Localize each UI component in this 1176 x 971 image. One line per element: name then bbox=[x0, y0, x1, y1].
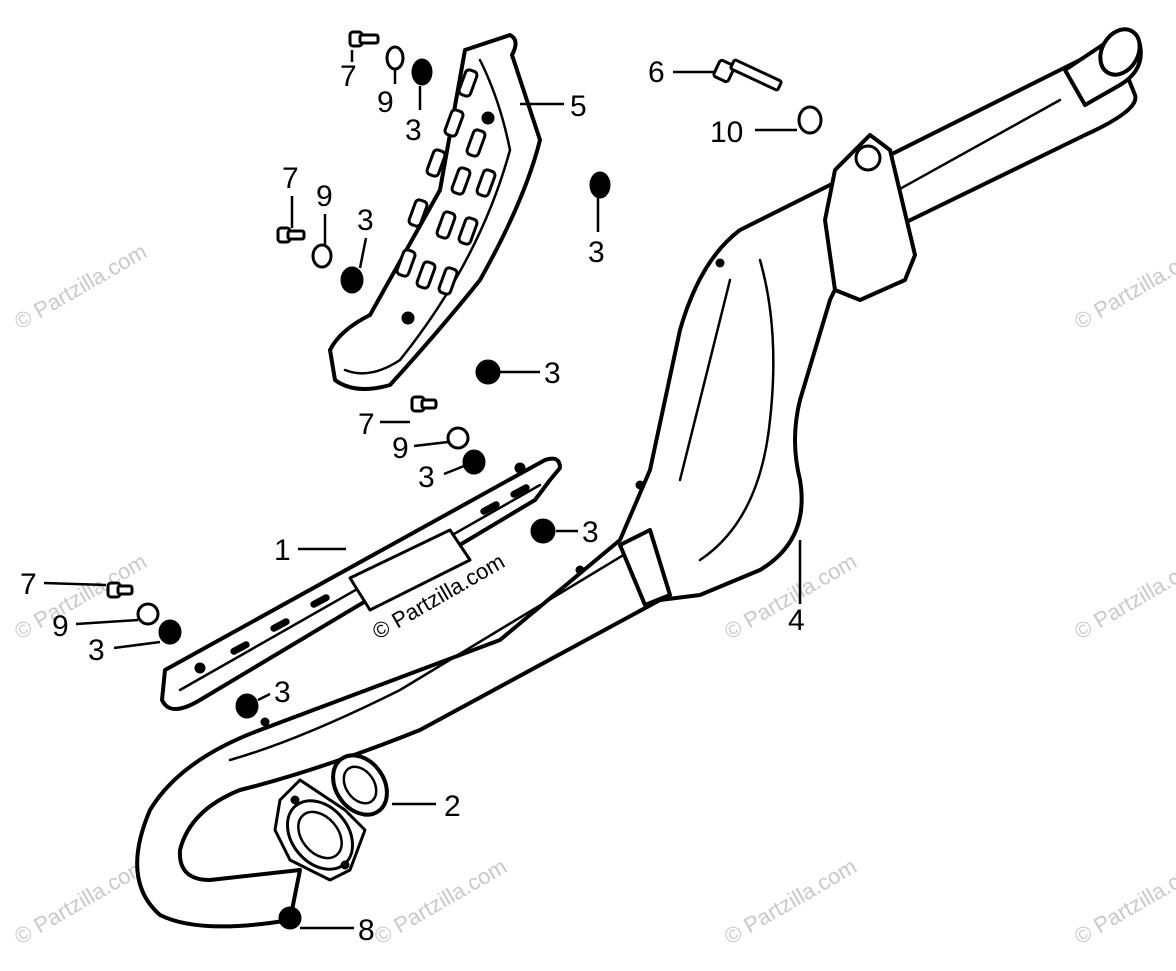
gasket-part-2[interactable] bbox=[322, 745, 398, 825]
watermark: © Partzilla.com bbox=[1070, 549, 1176, 645]
callout-5: 5 bbox=[570, 90, 587, 123]
nut-icon[interactable] bbox=[340, 266, 364, 294]
callout-9: 9 bbox=[377, 86, 394, 119]
watermark: © Partzilla.com bbox=[1070, 854, 1176, 950]
nut-icon[interactable] bbox=[589, 171, 611, 199]
pipe-clamp-band bbox=[618, 528, 672, 607]
nut-icon[interactable] bbox=[530, 518, 556, 544]
tail-pipe-outlet bbox=[1098, 27, 1142, 77]
callout-3: 3 bbox=[88, 634, 105, 667]
callout-7: 7 bbox=[340, 60, 357, 93]
nut-icon[interactable] bbox=[158, 619, 182, 645]
bracket-bolt-hole bbox=[854, 144, 882, 172]
callout-labels: 7 9 3 5 6 10 7 9 3 3 3 7 9 3 3 1 7 9 3 3… bbox=[20, 56, 805, 947]
nut-icon[interactable] bbox=[235, 693, 259, 719]
washer-icon[interactable] bbox=[797, 105, 823, 135]
callout-9: 9 bbox=[392, 432, 409, 465]
nut-icon[interactable] bbox=[475, 359, 501, 385]
watermark: © Partzilla.com bbox=[720, 854, 861, 950]
callout-7: 7 bbox=[20, 568, 37, 601]
bolt-icon[interactable] bbox=[106, 581, 134, 599]
callout-6: 6 bbox=[648, 56, 665, 89]
callout-8: 8 bbox=[358, 914, 375, 947]
nut-icon[interactable] bbox=[462, 449, 486, 475]
upper-heat-shield-part-5[interactable] bbox=[328, 33, 542, 391]
fasteners bbox=[106, 30, 823, 930]
nut-icon[interactable] bbox=[278, 906, 302, 930]
pipe-flange[interactable] bbox=[273, 778, 367, 882]
washer-icon[interactable] bbox=[446, 426, 470, 450]
callout-1: 1 bbox=[274, 534, 291, 567]
callout-10: 10 bbox=[710, 116, 743, 149]
heat-shield-vent-slots bbox=[395, 68, 497, 296]
lower-shield-vent-slots bbox=[230, 484, 530, 655]
leader-lines bbox=[43, 50, 802, 930]
watermark: © Partzilla.com bbox=[1070, 239, 1176, 335]
washer-icon[interactable] bbox=[136, 602, 160, 626]
callout-3: 3 bbox=[357, 204, 374, 237]
callout-7: 7 bbox=[358, 408, 375, 441]
callout-9: 9 bbox=[52, 610, 69, 643]
callout-2: 2 bbox=[444, 790, 461, 823]
watermark: © Partzilla.com bbox=[10, 854, 151, 950]
callout-3: 3 bbox=[588, 236, 605, 269]
callout-3: 3 bbox=[418, 461, 435, 494]
callout-9: 9 bbox=[316, 180, 333, 213]
bolt-icon[interactable] bbox=[276, 226, 306, 244]
callout-7: 7 bbox=[282, 162, 299, 195]
callout-3: 3 bbox=[274, 676, 291, 709]
watermark: © Partzilla.com bbox=[370, 854, 511, 950]
bolt-icon[interactable] bbox=[410, 395, 438, 413]
heat-shield-tab bbox=[348, 528, 472, 612]
callout-4: 4 bbox=[788, 604, 805, 637]
callout-3: 3 bbox=[582, 516, 599, 549]
lower-heat-shield-part-1[interactable] bbox=[160, 456, 562, 711]
watermark: © Partzilla.com bbox=[10, 239, 151, 335]
callout-3: 3 bbox=[405, 114, 422, 147]
washer-icon[interactable] bbox=[385, 45, 405, 71]
bolt-icon[interactable] bbox=[712, 58, 783, 92]
bolt-icon[interactable] bbox=[348, 30, 380, 48]
mount-bracket bbox=[823, 133, 917, 302]
washer-icon[interactable] bbox=[311, 243, 333, 269]
nut-icon[interactable] bbox=[411, 58, 433, 86]
callout-3: 3 bbox=[544, 357, 561, 390]
exhaust-pipe-part-4[interactable] bbox=[135, 22, 1147, 929]
